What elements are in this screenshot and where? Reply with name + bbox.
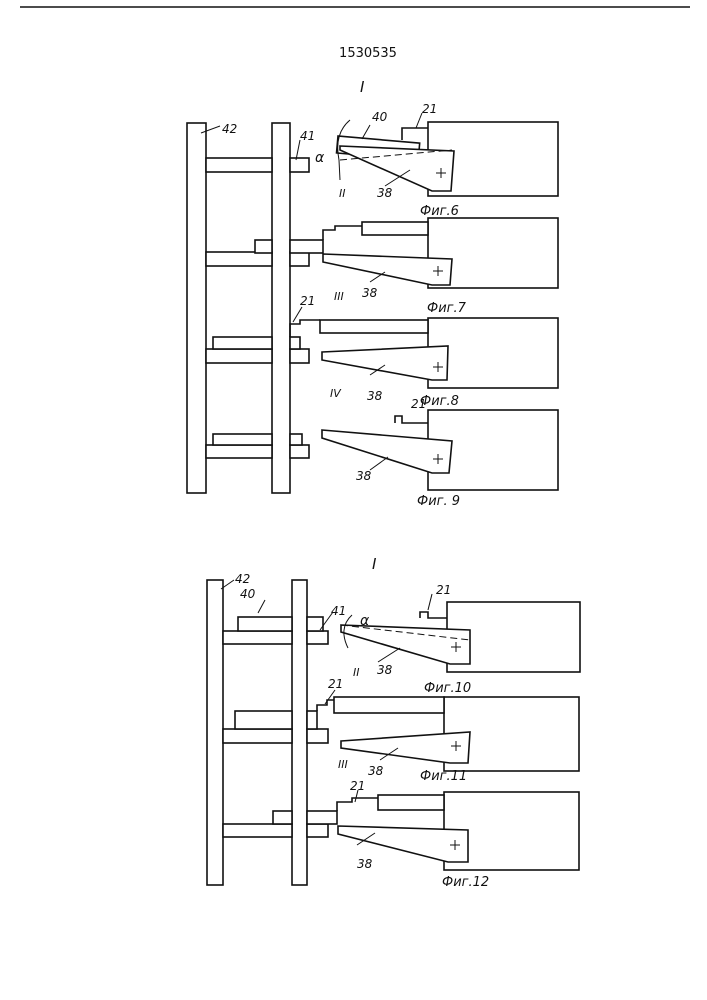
hook-21-fig11	[317, 700, 334, 711]
wall-inner	[272, 123, 290, 493]
label-41-fig10: 41	[331, 604, 346, 618]
hook-21-fig10	[420, 612, 447, 618]
wedge-38-fig11	[341, 732, 470, 763]
label-alpha-fig10: α	[360, 613, 370, 629]
slider-fig7	[362, 222, 428, 235]
wall-42-lower	[207, 580, 223, 885]
rod-41-fig11	[223, 729, 292, 743]
rod-41-fig10	[223, 631, 292, 644]
label-21-fig9: 21	[411, 397, 426, 411]
label-21-fig10: 21	[436, 583, 451, 597]
caption-fig9: Фиг. 9	[417, 494, 460, 509]
label-roman-fig6: II	[339, 187, 346, 200]
hook-21-fig7	[323, 226, 362, 240]
rod-41-fig7	[206, 252, 272, 266]
label-40-fig10: 40	[240, 587, 256, 601]
caption-fig12: Фиг.12	[442, 875, 489, 890]
slider-fig11	[334, 697, 444, 713]
label-21-fig11: 21	[328, 677, 343, 691]
plate-40-right-fig12	[307, 811, 337, 824]
label-38-fig6: 38	[377, 186, 393, 200]
wedge-38-fig7	[323, 254, 452, 285]
wedge-38-fig8	[322, 346, 448, 380]
label-41-fig6: 41	[300, 129, 315, 143]
label-38-fig9: 38	[356, 469, 372, 483]
label-roman-fig7: III	[334, 290, 344, 303]
label-40-fig6: 40	[372, 110, 388, 124]
rod-41-left	[206, 158, 272, 172]
rod-41-fig8	[206, 349, 272, 363]
plate-40-right-fig7	[290, 240, 323, 253]
plate-40-left-fig7	[255, 240, 272, 253]
rod-41-fig9	[206, 445, 272, 458]
label-38-fig12: 38	[357, 857, 373, 871]
slider-fig12	[378, 795, 444, 810]
caption-fig11: Фиг.11	[420, 769, 467, 784]
wall-inner-lower	[292, 580, 307, 885]
document-number: 1530535	[339, 46, 397, 61]
label-21-fig6: 21	[422, 102, 437, 116]
plate-40-left-fig10	[238, 617, 292, 631]
figure-11: 21 III 38 Фиг.11	[223, 677, 579, 784]
slider-fig8	[320, 320, 428, 333]
label-38-fig11: 38	[368, 764, 384, 778]
section-label-bottom: I	[372, 555, 377, 573]
caption-fig10: Фиг.10	[424, 681, 471, 696]
label-38-fig10: 38	[377, 663, 393, 677]
label-21-fig8: 21	[300, 294, 315, 308]
label-42-fig6: 42	[222, 122, 237, 136]
figure-9: 21 38 Фиг. 9	[206, 397, 558, 509]
label-38-fig8: 38	[367, 389, 383, 403]
rod-41-right	[290, 158, 309, 172]
label-roman-fig8: IV	[330, 387, 342, 400]
rod-41-fig12	[223, 824, 292, 837]
hook-21-fig6	[402, 128, 428, 140]
figure-12: 21 38 Фиг.12	[223, 779, 579, 890]
plate-40-left-fig8	[213, 337, 272, 349]
plate-40-left-fig12	[273, 811, 292, 824]
label-21-fig12: 21	[350, 779, 365, 793]
caption-fig6: Фиг.6	[420, 204, 459, 219]
hook-21-fig8	[290, 320, 320, 337]
label-roman-fig10: II	[353, 666, 360, 679]
figure-8: 21 IV 38 Фиг.8	[206, 294, 558, 409]
section-label-top: I	[360, 78, 365, 96]
wedge-38-fig10	[341, 625, 470, 664]
figure-7: III 38 Фиг.7	[206, 218, 558, 316]
plate-40-left-fig11	[235, 711, 292, 729]
wedge-38-fig6	[340, 146, 454, 191]
label-roman-fig11: III	[338, 758, 348, 771]
wall-42	[187, 123, 206, 493]
label-alpha-fig6: α	[315, 150, 325, 166]
label-38-fig7: 38	[362, 286, 378, 300]
plate-40-left-fig9	[213, 434, 272, 445]
label-42-fig10: 42	[235, 572, 250, 586]
hook-21-fig12	[337, 798, 378, 811]
caption-fig7: Фиг.7	[427, 301, 467, 316]
hook-21-fig9	[395, 416, 428, 423]
